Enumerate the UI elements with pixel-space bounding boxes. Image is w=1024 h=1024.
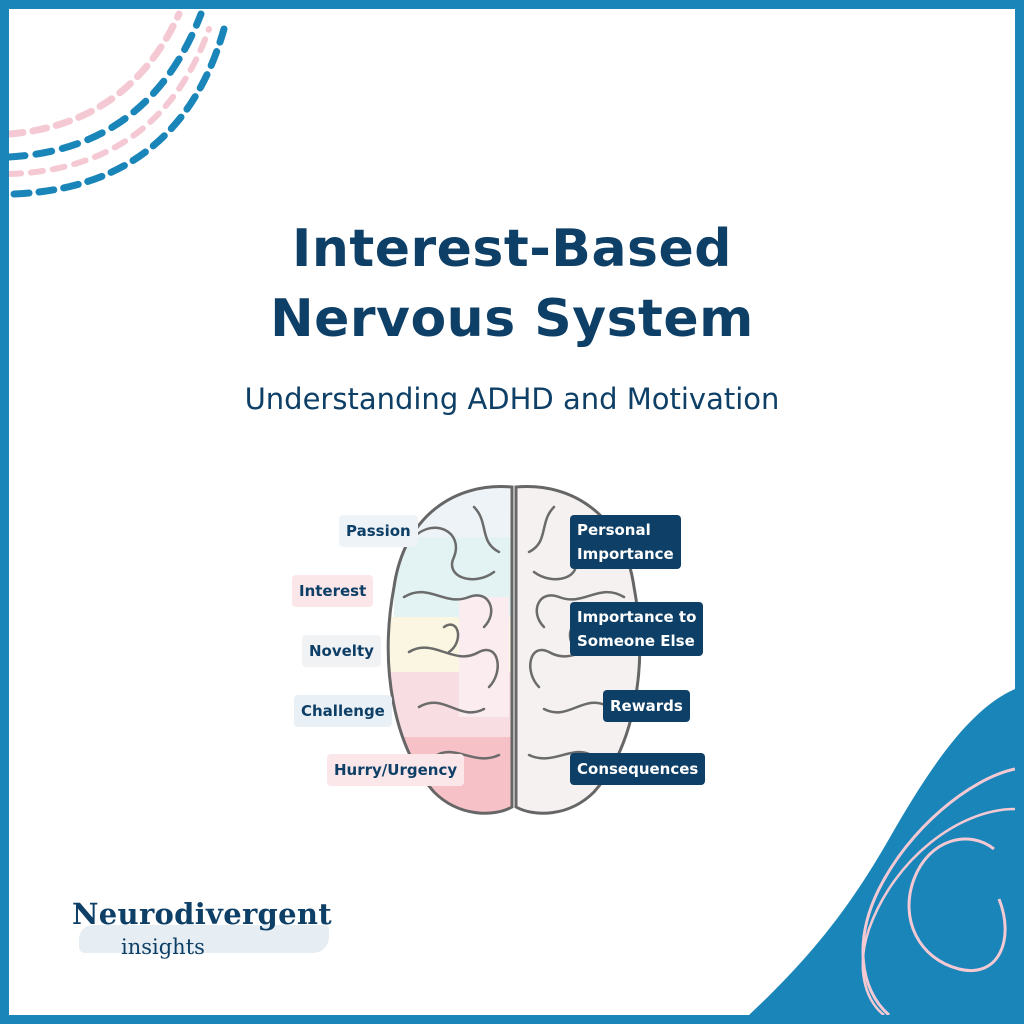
dashed-arcs-decoration	[9, 10, 228, 198]
motivator-passion: Passion	[339, 515, 418, 547]
logo-wordmark: Neurodivergent	[72, 897, 332, 931]
motivator-hurry-urgency: Hurry/Urgency	[327, 754, 465, 786]
motivator-rewards: Rewards	[603, 690, 690, 722]
motivator-importance-to-someone-else: Importance to Someone Else	[570, 602, 704, 656]
logo-brush-stroke	[79, 925, 329, 953]
title-line-1: Interest-Based	[292, 219, 732, 279]
motivator-interest: Interest	[292, 575, 374, 607]
motivator-consequences: Consequences	[570, 753, 706, 785]
page-title: Interest-Based Nervous System	[9, 214, 1015, 354]
page-subtitle: Understanding ADHD and Motivation	[244, 382, 780, 416]
logo-subword: insights	[121, 935, 205, 959]
title-line-2: Nervous System	[270, 289, 754, 349]
motivator-novelty: Novelty	[302, 635, 381, 667]
motivator-personal-importance: Personal Importance	[570, 515, 681, 569]
motivator-challenge: Challenge	[294, 695, 392, 727]
